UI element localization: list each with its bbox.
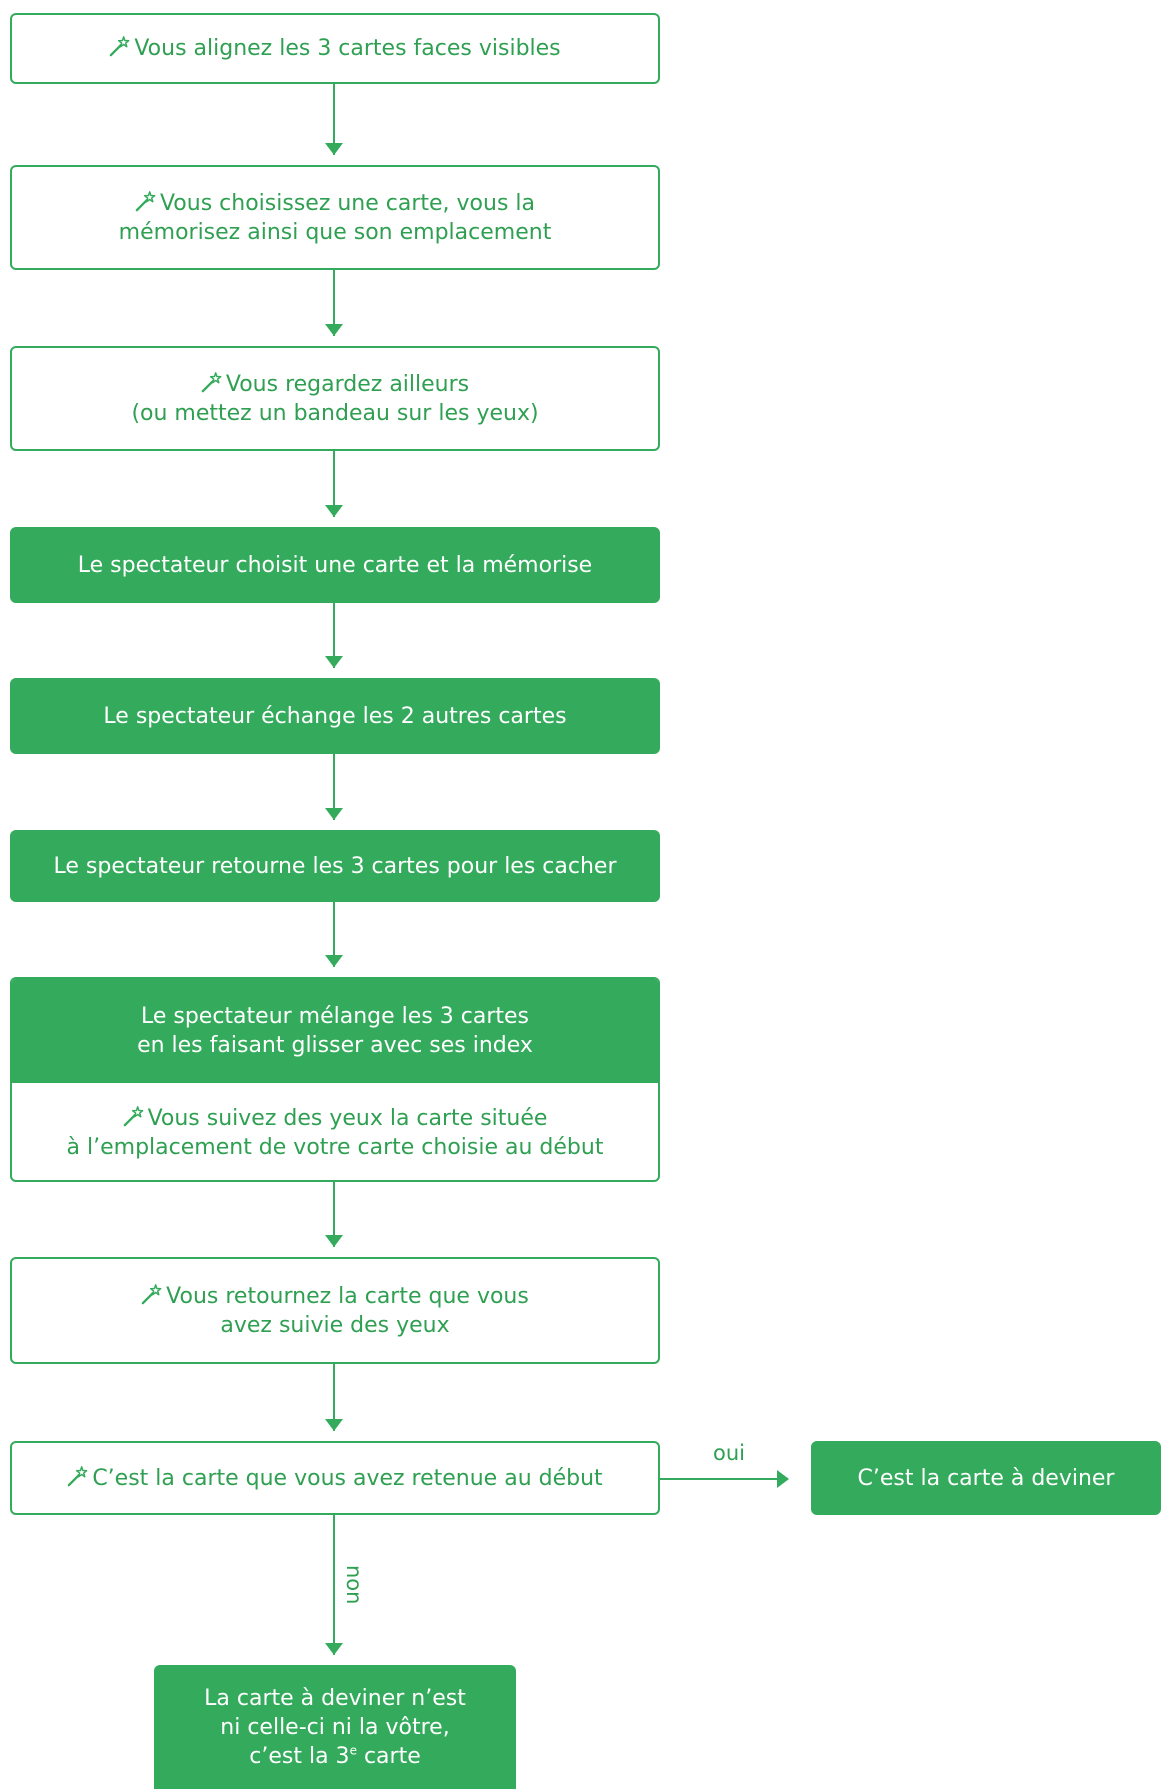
- step-flip-followed-card: Vous retournez la carte que vous avez su…: [10, 1257, 660, 1364]
- step-look-away-label-1: Vous regardez ailleurs: [225, 371, 470, 397]
- arrowhead-7: [325, 1235, 343, 1247]
- step-shuffle-and-follow: Le spectateur mélange les 3 cartes en le…: [10, 977, 660, 1182]
- step-look-away-line-1: Vous regardez ailleurs: [201, 370, 469, 399]
- step-follow-card: Vous suivez des yeux la carte située à l…: [12, 1083, 658, 1180]
- decision-remembered-card: C’est la carte que vous avez retenue au …: [10, 1441, 660, 1515]
- magic-wand-icon: [123, 1106, 144, 1127]
- step-flip-followed-card-line-2: avez suivie des yeux: [220, 1312, 450, 1338]
- result-third-card-line-3-prefix: c’est la 3: [249, 1743, 350, 1769]
- step-look-away-line-2: (ou mettez un bandeau sur les yeux): [131, 400, 539, 426]
- step-spectator-chooses: Le spectateur choisit une carte et la mé…: [10, 527, 660, 603]
- arrowhead-4: [325, 656, 343, 668]
- step-shuffle: Le spectateur mélange les 3 cartes en le…: [12, 979, 658, 1083]
- result-card-to-guess: C’est la carte à deviner: [811, 1441, 1161, 1515]
- step-flip-followed-card-label-1: Vous retournez la carte que vous: [166, 1283, 529, 1309]
- magic-wand-icon: [110, 36, 130, 57]
- step-shuffle-line-2: en les faisant glisser avec ses index: [137, 1033, 533, 1058]
- step-spectator-swaps-label: Le spectateur échange les 2 autres carte…: [103, 703, 567, 729]
- step-align-cards: Vous alignez les 3 cartes faces visibles: [10, 13, 660, 84]
- magic-wand-icon: [201, 371, 222, 392]
- step-choose-card-label-1: Vous choisissez une carte, vous la: [159, 190, 536, 216]
- step-spectator-swaps: Le spectateur échange les 2 autres carte…: [10, 678, 660, 754]
- step-look-away: Vous regardez ailleurs (ou mettez un ban…: [10, 346, 660, 451]
- arrowhead-no: [325, 1643, 343, 1655]
- arrowhead-3: [325, 505, 343, 517]
- step-align-cards-text: Vous alignez les 3 cartes faces visibles: [109, 34, 561, 63]
- step-follow-card-line-2: à l’emplacement de votre carte choisie a…: [66, 1135, 604, 1160]
- arrowhead-5: [325, 808, 343, 820]
- step-follow-card-line-1: Vous suivez des yeux la carte située: [123, 1104, 548, 1133]
- step-choose-card: Vous choisissez une carte, vous la mémor…: [10, 165, 660, 270]
- result-third-card-line-3-suffix: carte: [356, 1743, 421, 1769]
- magic-wand-icon: [68, 1465, 88, 1486]
- decision-remembered-card-label: C’est la carte que vous avez retenue au …: [92, 1465, 603, 1491]
- result-third-card-line-2: ni celle-ci ni la vôtre,: [220, 1714, 450, 1740]
- decision-remembered-card-text: C’est la carte que vous avez retenue au …: [67, 1464, 603, 1493]
- step-shuffle-line-1: Le spectateur mélange les 3 cartes: [140, 1004, 530, 1029]
- result-third-card-line-1: La carte à deviner n’est: [204, 1685, 466, 1711]
- step-follow-card-label-1: Vous suivez des yeux la carte située: [147, 1106, 548, 1131]
- arrowhead-6: [325, 955, 343, 967]
- arrowhead-8: [325, 1419, 343, 1431]
- step-spectator-chooses-label: Le spectateur choisit une carte et la mé…: [77, 552, 593, 578]
- result-card-to-guess-label: C’est la carte à deviner: [857, 1465, 1115, 1491]
- step-align-cards-label: Vous alignez les 3 cartes faces visibles: [134, 36, 561, 61]
- result-third-card-line-3: c’est la 3e carte: [249, 1742, 420, 1771]
- step-flip-followed-card-line-1: Vous retournez la carte que vous: [141, 1282, 529, 1311]
- magic-wand-icon: [141, 1283, 162, 1304]
- arrowhead-yes: [777, 1470, 789, 1488]
- result-third-card-line-3-sup: e: [349, 1743, 357, 1758]
- result-third-card: La carte à deviner n’est ni celle-ci ni …: [154, 1665, 516, 1789]
- step-choose-card-line-2: mémorisez ainsi que son emplacement: [118, 219, 552, 245]
- step-spectator-flips-label: Le spectateur retourne les 3 cartes pour…: [53, 853, 617, 879]
- magic-wand-icon: [135, 190, 156, 211]
- arrowhead-2: [325, 324, 343, 336]
- step-spectator-flips: Le spectateur retourne les 3 cartes pour…: [10, 830, 660, 902]
- edge-label-no: non: [342, 1565, 366, 1605]
- edge-label-yes: oui: [713, 1441, 745, 1465]
- arrowhead-1: [325, 143, 343, 155]
- step-choose-card-line-1: Vous choisissez une carte, vous la: [135, 189, 535, 218]
